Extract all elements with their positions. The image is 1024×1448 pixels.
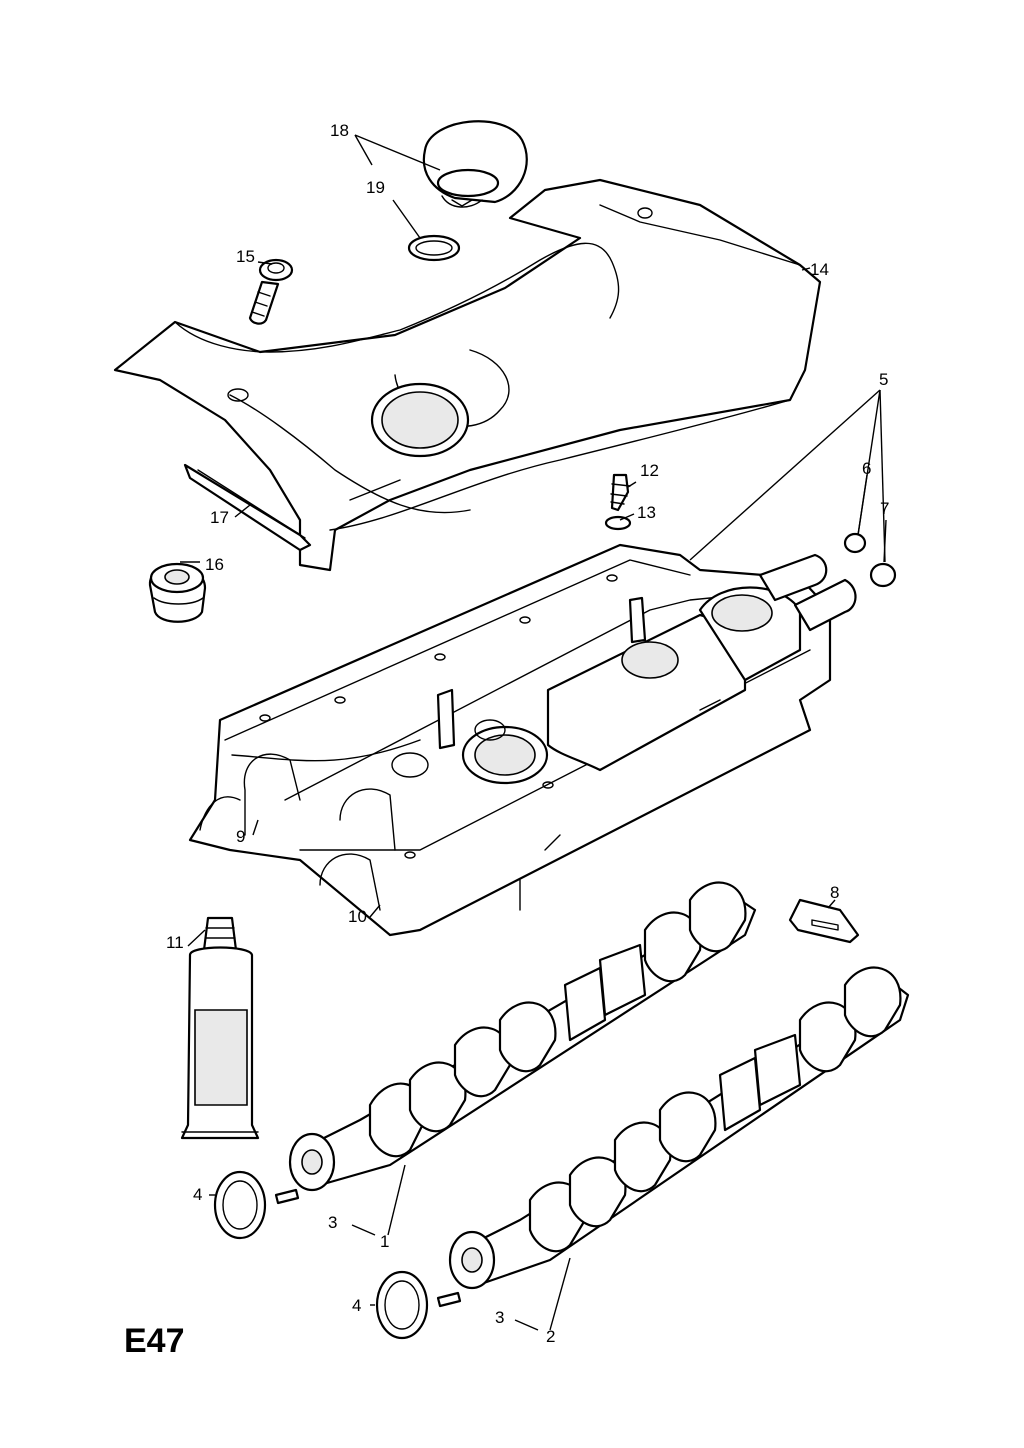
callout-9: 9 xyxy=(236,827,245,846)
callout-12: 12 xyxy=(640,461,659,480)
plug-small xyxy=(843,532,867,554)
leader-lines xyxy=(180,134,887,1331)
callout-14: 14 xyxy=(810,260,829,279)
grommet xyxy=(148,562,207,623)
callout-2: 2 xyxy=(546,1327,555,1346)
callout-11: 11 xyxy=(166,933,184,952)
callout-18: 18 xyxy=(330,121,349,140)
filler-seal-ring xyxy=(407,234,461,262)
oil-seal-upper xyxy=(213,1170,267,1240)
callout-6: 6 xyxy=(862,459,871,478)
plug-large xyxy=(869,562,897,588)
guide-block xyxy=(788,898,860,944)
callout-16: 16 xyxy=(205,555,224,574)
cover-bolt xyxy=(248,258,294,325)
oil-seal-lower xyxy=(375,1270,429,1340)
callout-3-upper: 3 xyxy=(328,1213,337,1232)
callout-13: 13 xyxy=(637,503,656,522)
diagram-code: E47 xyxy=(124,1322,185,1360)
sealant-tube xyxy=(180,916,260,1140)
pin-upper xyxy=(274,1188,300,1205)
stud-washer xyxy=(604,515,632,531)
camshaft-exhaust xyxy=(448,966,910,1290)
camshaft-housing xyxy=(188,543,857,937)
callout-1: 1 xyxy=(380,1232,389,1251)
callout-19: 19 xyxy=(366,178,385,197)
stud-bolt xyxy=(610,473,631,512)
callout-8: 8 xyxy=(830,883,839,902)
callout-17: 17 xyxy=(210,508,229,527)
callout-5: 5 xyxy=(879,370,888,389)
engine-top-cover xyxy=(113,178,822,572)
callout-7: 7 xyxy=(880,499,889,518)
camshaft-inlet xyxy=(288,881,757,1192)
callout-10: 10 xyxy=(348,907,367,926)
callout-4-upper: 4 xyxy=(193,1185,202,1204)
callout-labels: 18 19 15 14 5 6 7 12 13 17 16 9 10 8 11 … xyxy=(166,121,889,1346)
callout-15: 15 xyxy=(236,247,255,266)
callout-3-lower: 3 xyxy=(495,1308,504,1327)
oil-filler-cap xyxy=(422,120,528,208)
pin-lower xyxy=(436,1291,462,1308)
callout-4-lower: 4 xyxy=(352,1296,361,1315)
